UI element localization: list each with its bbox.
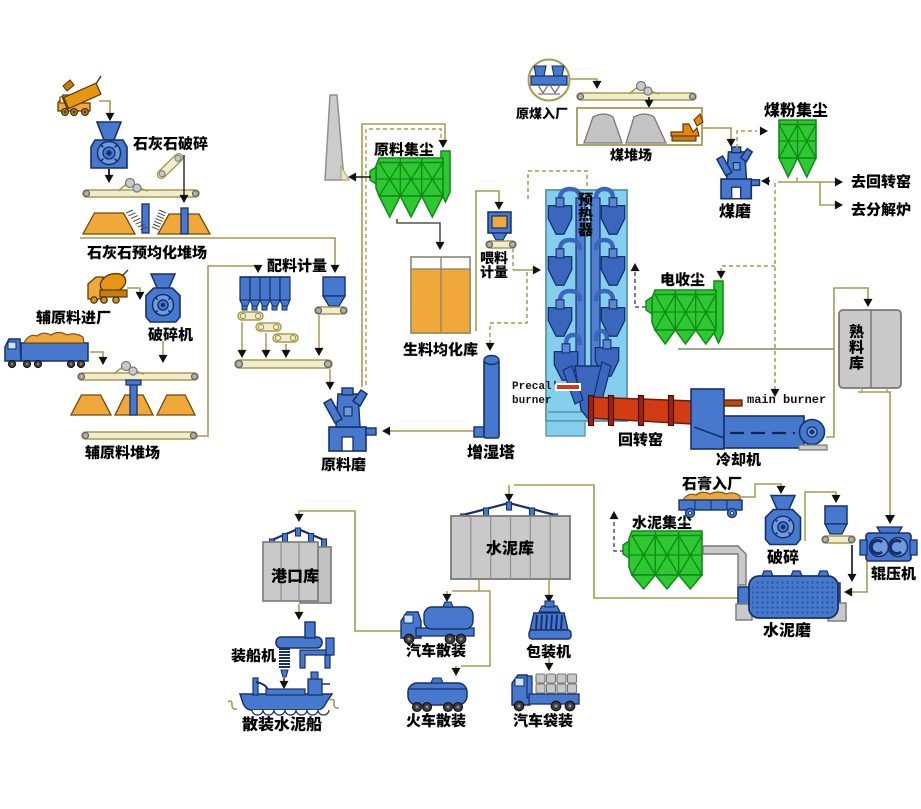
svg-text:main burner: main burner <box>747 393 826 407</box>
svg-text:burner: burner <box>512 395 552 407</box>
svg-text:Precal': Precal' <box>512 381 558 393</box>
